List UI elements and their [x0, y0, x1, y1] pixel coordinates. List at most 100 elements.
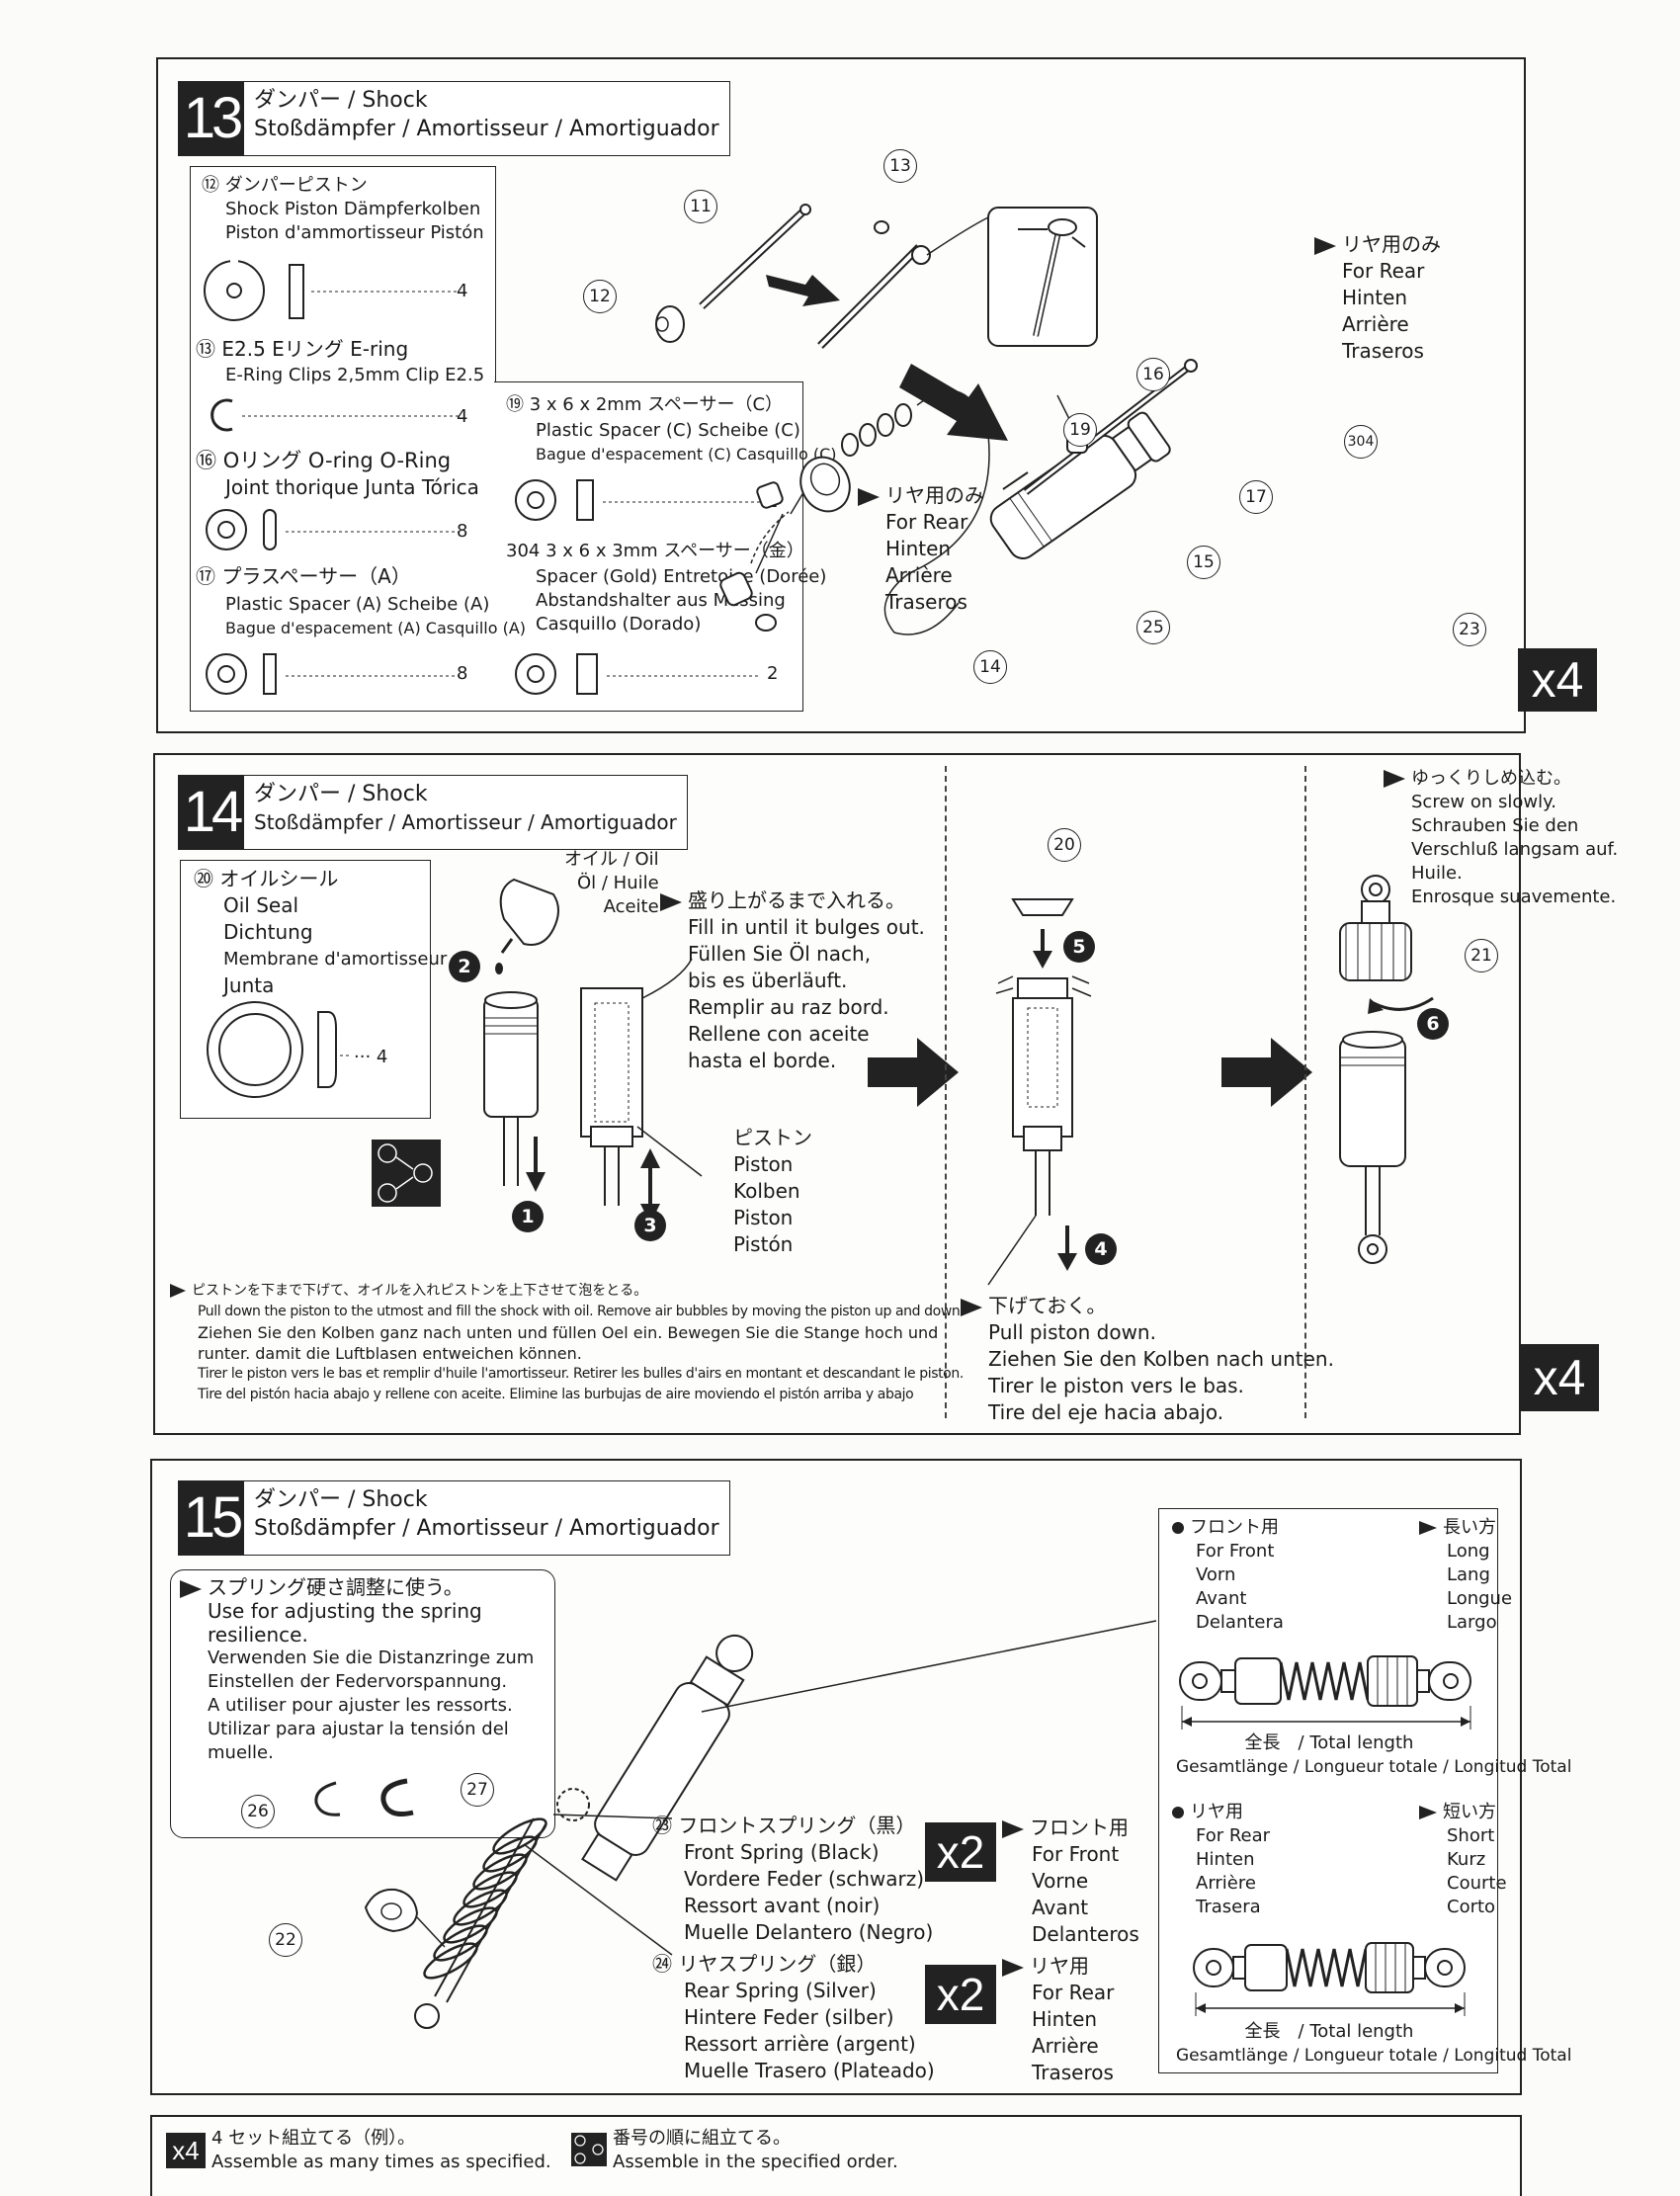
dashed-divider-1 [945, 766, 947, 1418]
short-box-label: 短い方 Short Kurz Courte Corto [1419, 1801, 1507, 1919]
part-17-qty: 8 [457, 663, 468, 684]
step-title-ja: ダンパー / Shock [254, 88, 428, 113]
callout-13: 13 [883, 149, 917, 183]
total-length-label-rear: 全長 / Total length Gesamtlänge / Longueur… [1176, 2021, 1572, 2066]
callout-17: 17 [1239, 480, 1273, 514]
step-circle-5: 5 [1063, 931, 1095, 963]
part-16-desc: Joint thorique Junta Tórica [225, 475, 479, 499]
step-14-oil-diagram [483, 878, 703, 1224]
part-20-qty: ··· 4 [354, 1047, 388, 1067]
oil-label: オイル / Oil Öl / Huile Aceite [564, 849, 659, 917]
step-title-ml: Stoßdämpfer / Amortisseur / Amortiguador [254, 117, 719, 141]
multiplier-badge-front: x2 [925, 1822, 996, 1882]
step-title-ml: Stoßdämpfer / Amortisseur / Amortiguador [254, 810, 677, 834]
front-shock-length-diagram [1179, 1655, 1471, 1730]
step-circle-4: 4 [1085, 1233, 1117, 1265]
part-304-desc: Spacer (Gold) Entretoise (Dorée) Abstand… [536, 566, 827, 634]
callout-25: 25 [1136, 611, 1170, 644]
piston-part-icon [204, 259, 460, 321]
callout-22: 22 [269, 1923, 302, 1957]
long-box-label: 長い方 Long Lang Longue Largo [1419, 1516, 1512, 1635]
part-12-desc: Shock Piston Dämpferkolben Piston d'ammo… [225, 199, 484, 243]
oil-seal-part-box [180, 860, 431, 1119]
part-16-qty: 8 [457, 521, 468, 542]
part-13-qty: 4 [457, 406, 468, 427]
step-number: 15 [179, 1481, 244, 1555]
callout-20: 20 [1048, 828, 1081, 862]
step-circle-2: 2 [449, 951, 480, 982]
multiplier-badge-13: x4 [1518, 648, 1597, 712]
spacer-a-part-icon [206, 653, 460, 695]
part-304-qty: 2 [767, 663, 779, 684]
part-13-label: ⑬ E2.5 Eリング E-ring [196, 337, 409, 361]
callout-304: 304 [1344, 425, 1378, 459]
e-ring-part-icon [210, 398, 460, 432]
rear-shock-length-diagram [1193, 1942, 1466, 2016]
step-14-cap-diagram [1339, 875, 1434, 1264]
legend-order-icon [571, 2133, 607, 2166]
o-ring-part-icon [206, 509, 460, 550]
callout-16: 16 [1136, 358, 1170, 391]
callout-21: 21 [1465, 939, 1498, 972]
legend-order-text: 番号の順に組立てる。 Assemble in the specified ord… [613, 2128, 898, 2172]
callout-26: 26 [241, 1795, 275, 1828]
rear-spring-label: ㉔ リヤスプリング（銀） Rear Spring (Silver) Hinter… [652, 1952, 935, 2082]
step-15-header: 15 ダンパー / Shock Stoßdämpfer / Amortisseu… [178, 1480, 730, 1556]
callout-12: 12 [583, 280, 617, 313]
part-13-desc: E-Ring Clips 2,5mm Clip E2.5 [225, 365, 485, 385]
legend-x4-text: 4 セット組立てる（例）。 Assemble as many times as … [211, 2128, 551, 2172]
part-16-label: ⑯ Oリング O-ring O-Ring [196, 449, 452, 472]
step-title-ja: ダンパー / Shock [254, 1487, 428, 1512]
spring-adjust-text: スプリング硬さ調整に使う。 Use for adjusting the spri… [180, 1575, 534, 1765]
step-number: 13 [179, 82, 244, 155]
part-17-label: ⑰ プラスペーサー（A） [196, 564, 411, 588]
piston-label: ピストン Piston Kolben Piston Pistón [733, 1126, 812, 1256]
parts-list-box [190, 166, 496, 712]
callout-14: 14 [973, 650, 1007, 684]
screw-instruction: ゆっくりしめ込む。 Screw on slowly. Schrauben Sie… [1384, 767, 1618, 909]
step-14-header: 14 ダンパー / Shock Stoßdämpfer / Amortisseu… [178, 775, 688, 850]
multiplier-badge-14: x4 [1520, 1344, 1599, 1411]
part-12-qty: 4 [457, 281, 468, 301]
step-14-seal-diagram [987, 898, 1092, 1286]
dashed-divider-2 [1304, 766, 1306, 1418]
rear-only-label-a: リヤ用のみ For Rear Hinten Arrière Traseros [858, 482, 984, 616]
rear-use-label: リヤ用 For Rear Hinten Arrière Traseros [1002, 1953, 1114, 2086]
step-title-ja: ダンパー / Shock [254, 782, 428, 806]
step-title-ml: Stoßdämpfer / Amortisseur / Amortiguador [254, 1516, 719, 1541]
step-13-header: 13 ダンパー / Shock Stoßdämpfer / Amortisseu… [178, 81, 730, 156]
callout-27: 27 [461, 1773, 494, 1807]
part-19-label: ⑲ 3 x 6 x 2mm スペーサー（C） [506, 394, 784, 415]
total-length-label-front: 全長 / Total length Gesamtlänge / Longueur… [1176, 1732, 1572, 1777]
part-12-label: ⑫ ダンパーピストン [202, 175, 368, 196]
part-20-label: ⑳ オイルシール Oil Seal Dichtung Membrane d'am… [194, 867, 448, 997]
rear-box-label: リヤ用 For Rear Hinten Arrière Trasera [1172, 1801, 1270, 1919]
front-spring-label: ㉓ フロントスプリング（黒） Front Spring (Black) Vord… [652, 1814, 934, 1944]
fill-instruction: 盛り上がるまで入れる。 Fill in until it bulges out.… [660, 887, 925, 1074]
piston-bleed-instruction: ピストンを下まで下げて、オイルを入れピストンを上下させて泡をとる。 Pull d… [170, 1281, 965, 1405]
front-use-label: フロント用 For Front Vorne Avant Delanteros [1002, 1815, 1139, 1948]
callout-23: 23 [1453, 613, 1486, 646]
callout-19: 19 [1063, 413, 1097, 447]
spacer-gold-part-icon [515, 653, 761, 695]
step-circle-3: 3 [634, 1210, 666, 1241]
spacer-clips-icon [314, 1778, 414, 1816]
front-box-label: フロント用 For Front Vorn Avant Delantera [1172, 1516, 1284, 1635]
callout-15: 15 [1187, 546, 1220, 579]
step-number: 14 [179, 776, 244, 849]
multiplier-badge-rear: x2 [925, 1965, 996, 2024]
oil-seal-part-icon [207, 1001, 351, 1098]
rear-only-label-b: リヤ用のみ For Rear Hinten Arrière Traseros [1314, 231, 1441, 365]
part-304-label: 304 3 x 6 x 3mm スペーサー（金） [506, 541, 804, 561]
step-circle-6: 6 [1417, 1008, 1449, 1040]
step-circle-1: 1 [512, 1201, 544, 1232]
legend-x4-badge: x4 [166, 2133, 206, 2168]
callout-11: 11 [684, 190, 717, 223]
part-19-desc: Plastic Spacer (C) Scheibe (C) Bague d'e… [536, 420, 837, 464]
step-order-icon [372, 1140, 441, 1207]
step-15-shock-diagram [364, 1620, 1157, 2029]
big-arrow-right-1 [868, 1038, 959, 1107]
pull-down-instruction: 下げておく。 Pull piston down. Ziehen Sie den … [961, 1293, 1334, 1426]
spacer-c-part-icon [515, 479, 761, 521]
big-arrow-right-2 [1221, 1038, 1312, 1107]
